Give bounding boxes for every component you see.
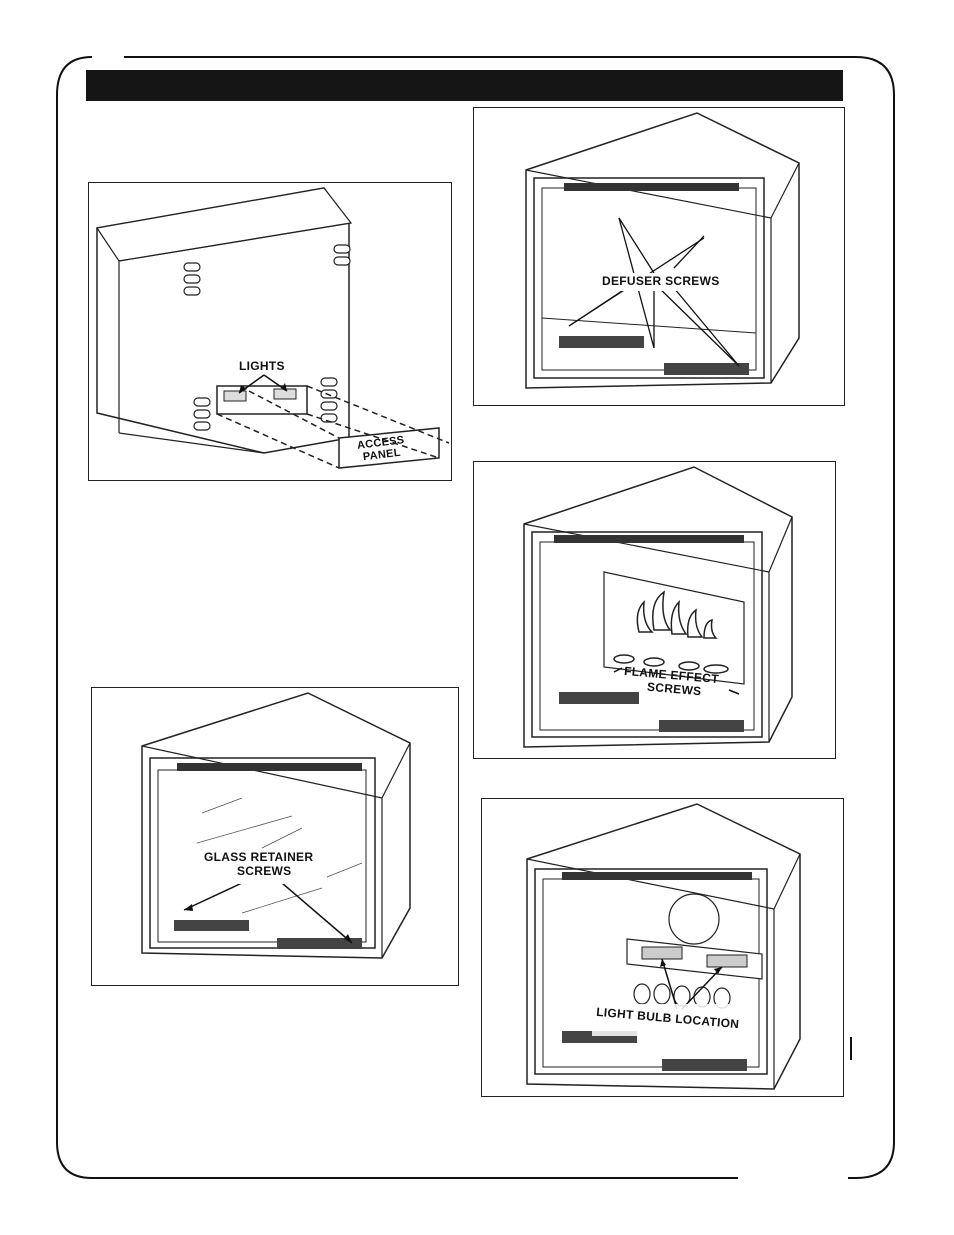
light-bulb-drawing — [482, 799, 843, 1096]
defuser-drawing — [474, 108, 844, 405]
glass-retainer-label-line1: GLASS RETAINER — [204, 851, 313, 864]
defuser-screws-label: DEFUSER SCREWS — [602, 275, 720, 288]
lights-label: LIGHTS — [239, 360, 285, 373]
section-header-bar — [86, 70, 843, 101]
figure-light-bulb-location: LIGHT BULB LOCATION — [481, 798, 844, 1097]
figure-glass-retainer-screws: GLASS RETAINER SCREWS — [91, 687, 459, 986]
section-title — [86, 77, 96, 94]
glass-retainer-label-line2: SCREWS — [237, 865, 291, 878]
figure-defuser-screws: DEFUSER SCREWS — [473, 107, 845, 406]
figure-flame-effect-screws: FLAME EFFECT SCREWS — [473, 461, 836, 759]
figure-rear-access-panel: LIGHTS ACCESS PANEL — [88, 182, 452, 481]
glass-retainer-drawing — [92, 688, 458, 985]
flame-effect-drawing — [474, 462, 835, 758]
